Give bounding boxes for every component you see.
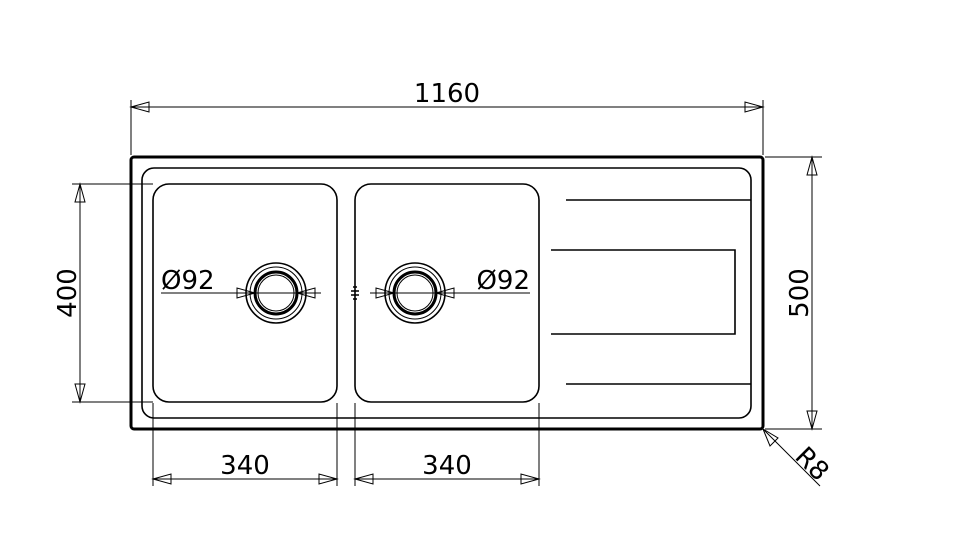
right-waste-diameter-label: Ø92: [476, 266, 530, 296]
dimension-overall-depth: 500: [765, 155, 822, 431]
dimension-right-bowl-width: 340: [353, 403, 541, 486]
corner-radius-label: R8: [789, 442, 835, 488]
right-bowl-width-label: 340: [422, 451, 472, 481]
overall-depth-label: 500: [785, 268, 815, 318]
bowl-depth-label: 400: [53, 268, 83, 318]
right-bowl: [354, 183, 540, 403]
overall-width-label: 1160: [414, 79, 480, 109]
dimension-right-waste-diameter: Ø92: [370, 266, 530, 299]
dimension-overall-width: 1160: [129, 79, 765, 155]
left-bowl-width-label: 340: [220, 451, 270, 481]
dimension-corner-radius: R8: [761, 427, 835, 488]
dimension-left-waste-diameter: Ø92: [161, 266, 321, 299]
left-waste-diameter-label: Ø92: [161, 266, 215, 296]
dimension-left-bowl-width: 340: [151, 403, 339, 486]
dimension-bowl-depth: 400: [53, 182, 153, 404]
sink-outline: [129, 155, 765, 431]
left-bowl: [152, 183, 338, 403]
drainer-board: [551, 199, 751, 385]
overflow-slot: [351, 286, 359, 300]
